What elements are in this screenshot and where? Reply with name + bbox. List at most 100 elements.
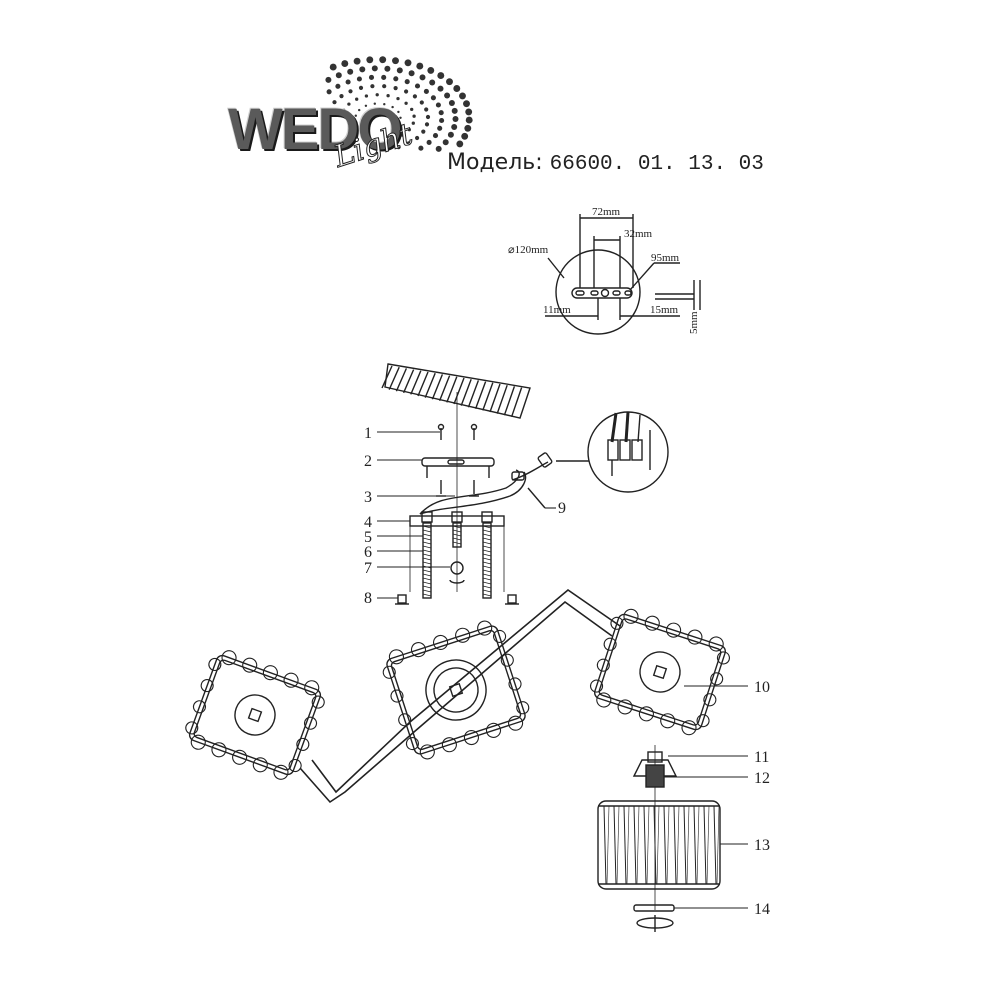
scallop: [603, 637, 617, 651]
scallop: [610, 616, 624, 630]
thread-line: [452, 529, 462, 533]
callout-9: 9: [558, 500, 566, 517]
shade-rib: [683, 805, 687, 885]
logo-dot: [463, 100, 470, 108]
scallop: [644, 615, 660, 631]
thread-line: [482, 593, 492, 597]
fixture-arm: [299, 588, 621, 804]
shade-rib: [686, 805, 690, 885]
thread-line: [422, 553, 432, 557]
thread-line: [422, 581, 432, 585]
logo-dot: [426, 139, 432, 145]
scallop: [185, 721, 199, 735]
logo-dot: [368, 74, 375, 80]
shade-rib: [653, 805, 657, 885]
scallop: [252, 757, 268, 773]
hatch-line: [417, 371, 429, 397]
scallop: [596, 658, 610, 672]
scallop: [710, 672, 724, 686]
logo-dot: [465, 116, 473, 124]
hatch-line: [438, 375, 451, 402]
logo-dot: [415, 135, 420, 141]
shade-rib: [656, 805, 660, 885]
callout-3: 3: [364, 489, 372, 506]
logo-dot: [427, 66, 435, 74]
hatch-line: [510, 387, 523, 418]
scallop: [192, 700, 207, 714]
shade-rib: [693, 805, 697, 885]
logo-dot: [404, 101, 408, 105]
thread-line: [482, 581, 492, 585]
thread-line: [482, 537, 492, 541]
hatch-line: [453, 377, 465, 405]
thread-line: [422, 589, 432, 593]
logo-dot: [364, 104, 368, 108]
scallop: [304, 680, 320, 696]
thread-line: [422, 561, 432, 565]
shade-rib: [663, 805, 667, 885]
thread-line: [482, 525, 492, 529]
logo-dot: [412, 94, 417, 99]
thread-line: [422, 549, 432, 553]
logo-dot: [404, 89, 409, 94]
logo-dot: [382, 84, 387, 89]
logo-dot: [341, 60, 349, 68]
logo-dot: [326, 89, 332, 95]
logo-dot: [461, 132, 469, 140]
leader-lines: [377, 431, 748, 909]
hatch-line: [496, 384, 508, 414]
logo-dot: [358, 108, 361, 112]
thread-line: [422, 585, 432, 589]
thread-line: [482, 529, 492, 533]
callout-6: 6: [364, 544, 372, 561]
thread-line: [452, 541, 462, 545]
thread-line: [482, 557, 492, 561]
hatch-line: [446, 376, 458, 403]
scallop: [516, 701, 530, 715]
scallop: [508, 677, 522, 691]
hatch-line: [410, 370, 422, 395]
scallop: [390, 689, 404, 703]
scallop: [708, 636, 724, 652]
shade-rib: [673, 805, 677, 885]
scallop: [508, 715, 524, 731]
brand-logo: WEDO: [228, 97, 402, 162]
thread-line: [422, 573, 432, 577]
logo-dot: [396, 96, 400, 101]
scallop: [703, 693, 717, 707]
shade-rib: [616, 805, 620, 885]
callout-1: 1: [364, 425, 372, 442]
shade-rib: [603, 805, 607, 885]
logo-dot: [451, 124, 458, 130]
logo-dot: [464, 124, 472, 132]
scallop: [388, 649, 404, 665]
thread-line: [482, 585, 492, 589]
scallop: [273, 764, 289, 780]
hatch-line: [381, 365, 393, 389]
thread-line: [482, 533, 492, 537]
logo-dot: [451, 107, 458, 114]
scallop: [485, 722, 502, 738]
logo-dot: [406, 141, 411, 146]
logo-dot: [366, 56, 374, 64]
scallop: [208, 657, 222, 672]
thread-line: [482, 561, 492, 565]
logo-dot: [347, 102, 351, 106]
thread-line: [482, 541, 492, 545]
logo-dot: [391, 127, 395, 130]
logo-dot: [397, 122, 400, 125]
logo-dot: [335, 83, 341, 89]
scallop: [232, 749, 248, 765]
shade-rib: [713, 805, 717, 885]
logo-dot: [404, 79, 410, 85]
thread-line: [482, 589, 492, 593]
logo-dot: [424, 122, 430, 127]
callout-8: 8: [364, 590, 372, 607]
dim-120mm: ⌀120mm: [508, 244, 549, 256]
thread-line: [482, 565, 492, 569]
dim-11mm: 11mm: [543, 304, 571, 316]
logo-dot: [410, 107, 414, 112]
logo-dot: [373, 102, 376, 105]
logo-dot: [444, 92, 451, 99]
logo-dot: [421, 129, 426, 134]
